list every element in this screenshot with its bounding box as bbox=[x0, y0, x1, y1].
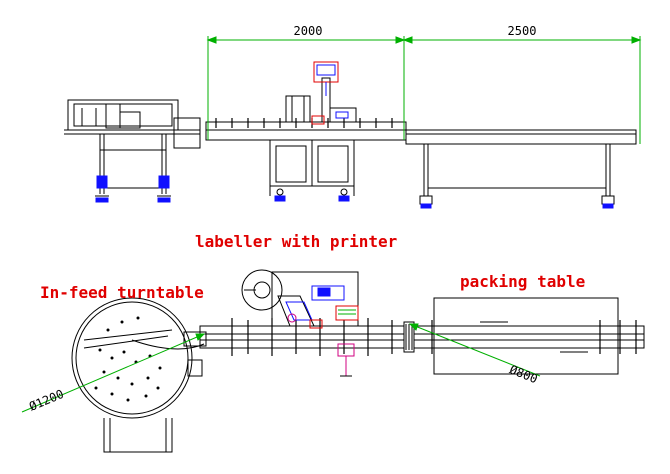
dimension-2000: 2000 bbox=[294, 24, 323, 38]
packing-table-plan bbox=[413, 297, 645, 375]
turntable-holes bbox=[94, 316, 162, 402]
infeed-turntable-plan bbox=[71, 297, 207, 453]
plan-view bbox=[21, 269, 645, 453]
labeller-front bbox=[205, 61, 407, 202]
dimension-2500: 2500 bbox=[508, 24, 537, 38]
packing-caption: packing table bbox=[460, 272, 586, 291]
infeed-turntable-front bbox=[64, 99, 201, 203]
diameter-leaders bbox=[21, 323, 541, 413]
infeed-caption: In-feed turntable bbox=[40, 283, 204, 302]
front-elevation bbox=[64, 36, 642, 209]
labeller-plan bbox=[241, 269, 359, 377]
labeller-caption: labeller with printer bbox=[195, 232, 398, 251]
turntable-diameter: Ø1200 bbox=[27, 387, 66, 414]
packing-table-front bbox=[405, 129, 637, 209]
conveyor-plan bbox=[199, 318, 415, 356]
packing-diameter: Ø800 bbox=[507, 362, 539, 386]
front-dimension-lines bbox=[206, 36, 642, 144]
